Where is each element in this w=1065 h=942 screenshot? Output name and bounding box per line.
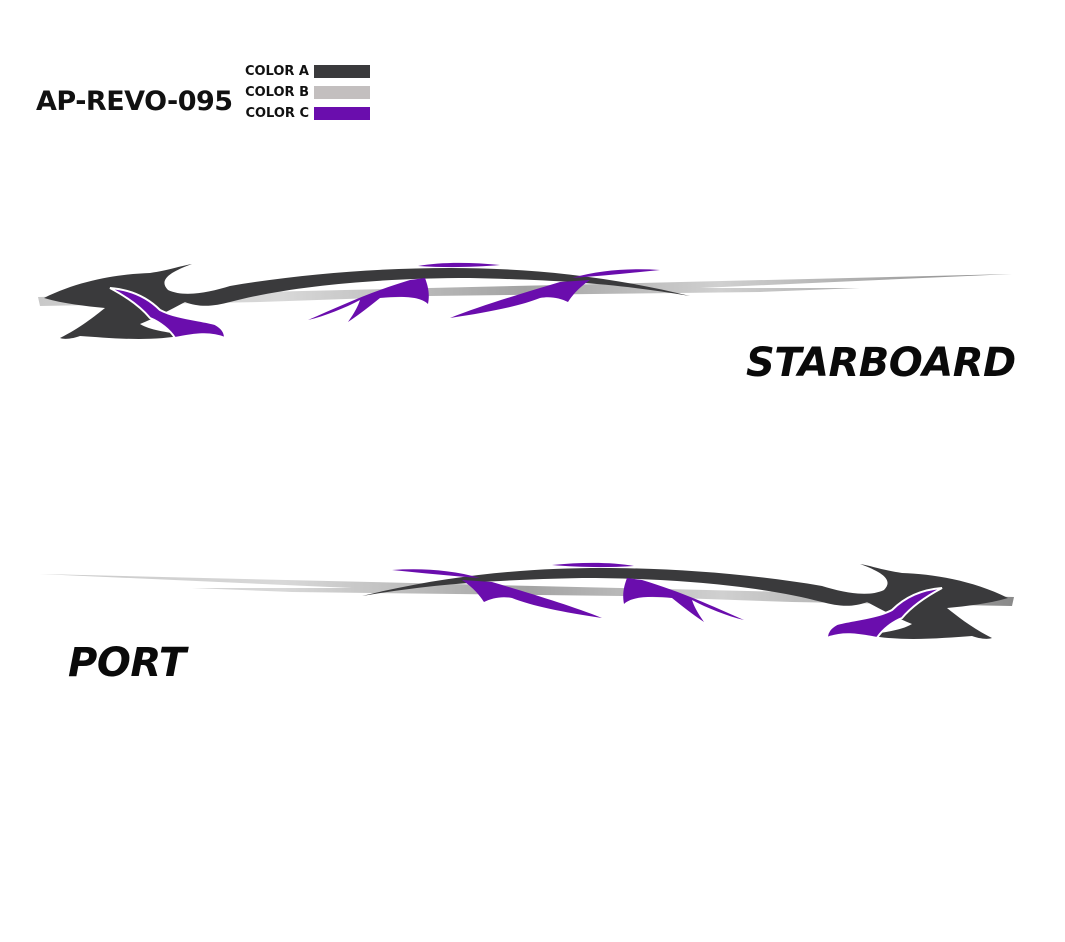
color-b-stripe (38, 274, 1012, 306)
color-a-flame (362, 564, 1008, 639)
port-label: PORT (68, 640, 186, 686)
starboard-decal-graphic (38, 262, 1012, 340)
starboard-label: STARBOARD (746, 340, 1016, 386)
color-c-flame-1 (308, 278, 429, 322)
legend-label: COLOR C (245, 106, 309, 121)
color-c-flame-1 (623, 578, 744, 622)
legend-item-color-c: COLOR C (236, 103, 370, 124)
legend-label: COLOR B (245, 85, 309, 100)
product-code: AP-REVO-095 (36, 86, 233, 117)
color-c-flame-4 (392, 569, 480, 578)
color-a-flame (44, 264, 690, 339)
legend-item-color-a: COLOR A (236, 61, 370, 82)
color-c-flame-4 (572, 269, 660, 278)
color-c-flame-3 (462, 580, 602, 618)
color-c-bow-flame (109, 287, 227, 340)
color-swatch (314, 65, 370, 78)
color-c-flame-3 (450, 280, 590, 318)
port-decal-graphic (40, 562, 1014, 640)
legend-item-color-b: COLOR B (236, 82, 370, 103)
color-c-bow-flame (825, 587, 943, 640)
color-swatch (314, 86, 370, 99)
color-legend: COLOR A COLOR B COLOR C (236, 61, 370, 124)
color-swatch (314, 107, 370, 120)
legend-label: COLOR A (244, 64, 309, 79)
color-b-stripe (40, 574, 1014, 606)
color-c-flame-2 (552, 562, 634, 568)
color-c-flame-2 (418, 262, 500, 268)
